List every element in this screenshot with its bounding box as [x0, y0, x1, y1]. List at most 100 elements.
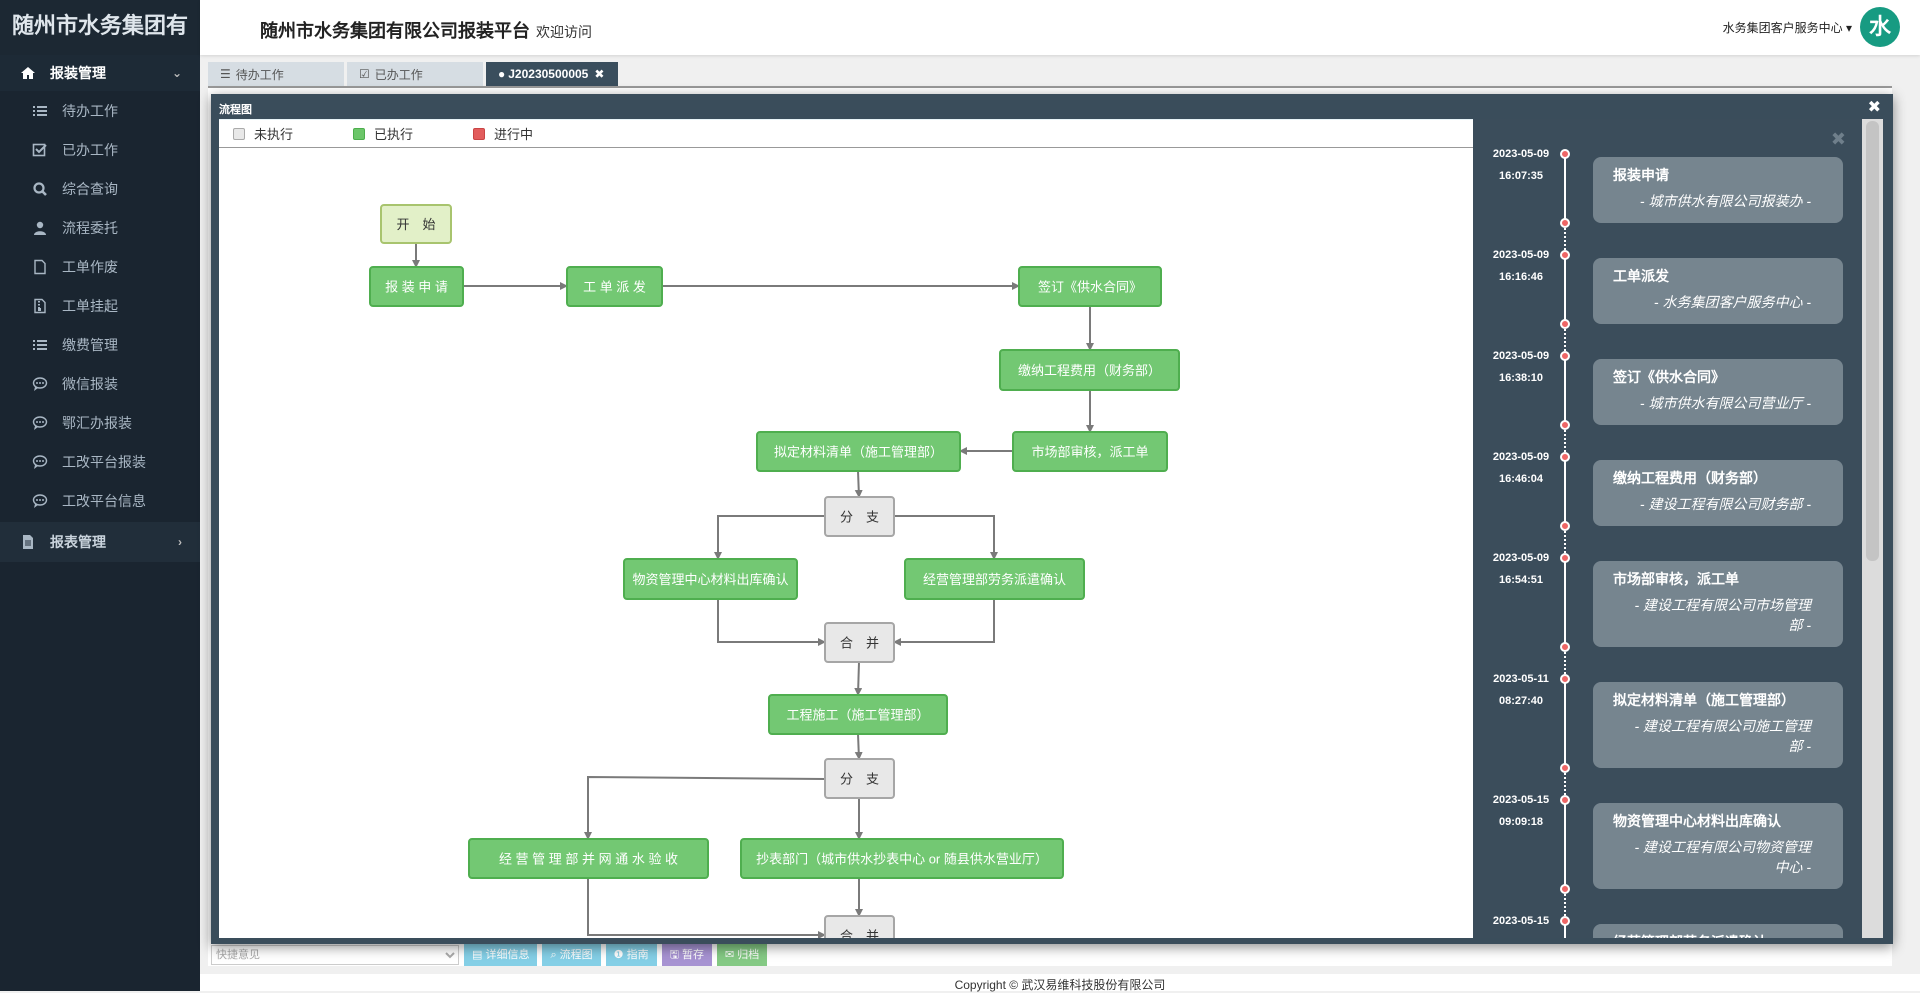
flow-task-node[interactable]: 签订《供水合同》	[1018, 266, 1162, 307]
timeline-date: 2023-05-09	[1492, 249, 1550, 261]
flow-gateway-node[interactable]: 合 并	[824, 915, 895, 938]
flow-gateway-node[interactable]: 分 支	[824, 758, 895, 799]
timeline-card[interactable]: 物资管理中心材料出库确认- 建设工程有限公司物资管理中心 -	[1593, 803, 1843, 889]
legend-item: 未执行	[233, 124, 293, 143]
flow-start-node[interactable]: 开 始	[380, 204, 452, 244]
chevron-right-icon: ›	[178, 535, 182, 549]
flow-node-label: 抄表部门（城市供水抄表中心 or 随县供水营业厅）	[756, 852, 1048, 867]
timeline-dot	[1560, 884, 1570, 894]
timeline-connector	[1564, 430, 1566, 452]
modal-close-icon[interactable]: ✖	[1867, 99, 1881, 116]
sidebar-item[interactable]: 微信报装	[0, 364, 200, 403]
flow-node-label: 工 单 派 发	[583, 280, 646, 295]
flow-task-node[interactable]: 抄表部门（城市供水抄表中心 or 随县供水营业厅）	[740, 838, 1064, 879]
flow-task-node[interactable]: 缴纳工程费用（财务部）	[999, 349, 1180, 391]
tab-pending-work[interactable]: ☰ 待办工作	[208, 62, 344, 86]
flow-node-label: 物资管理中心材料出库确认	[632, 572, 788, 587]
timeline-card[interactable]: 拟定材料清单（施工管理部）- 建设工程有限公司施工管理部 -	[1593, 682, 1843, 768]
flow-node-label: 开 始	[396, 217, 435, 232]
flow-task-node[interactable]: 经 营 管 理 部 并 网 通 水 验 收	[468, 838, 709, 879]
toolbar-button[interactable]: ✉ 归档	[717, 944, 768, 966]
timeline-entry: 2023-05-09 16:16:46 工单派发- 水务集团客户服务中心 -	[1473, 249, 1862, 351]
timeline-time: 16:16:46	[1498, 271, 1544, 283]
sidebar-item-label: 微信报装	[62, 375, 118, 392]
sidebar-group-reports[interactable]: 报表管理 ›	[0, 522, 200, 562]
timeline-close-icon[interactable]: ✖	[1830, 129, 1846, 149]
flow-node-box	[824, 496, 895, 537]
toolbar-button[interactable]: ❶ 指南	[605, 944, 657, 966]
quick-opinion-select[interactable]: 快捷意见	[211, 945, 459, 965]
file-icon	[32, 259, 48, 275]
flow-edge	[587, 878, 826, 938]
sidebar-group-label: 报装管理	[50, 65, 106, 81]
flow-task-node[interactable]: 物资管理中心材料出库确认	[623, 558, 798, 600]
flowchart-modal: 流程图 ✖ 开 始报 装 申 请工 单 派 发签订《供水合同》缴纳工程费用（财务…	[211, 94, 1893, 944]
avatar[interactable]: 水	[1860, 7, 1900, 47]
flow-task-node[interactable]: 经营管理部劳务派遣确认	[904, 558, 1085, 600]
sidebar-item[interactable]: 已办工作	[0, 130, 200, 169]
flow-gateway-node[interactable]: 合 并	[824, 622, 895, 663]
sidebar-group-install-management[interactable]: 报装管理 ⌄	[0, 55, 200, 91]
file-text-icon	[20, 534, 36, 550]
flow-node-label: 分 支	[840, 510, 879, 525]
timeline-dot	[1560, 674, 1570, 684]
timeline-card[interactable]: 市场部审核，派工单- 建设工程有限公司市场管理部 -	[1593, 561, 1843, 647]
flow-task-node[interactable]: 报 装 申 请	[369, 266, 464, 307]
sidebar-item[interactable]: 工改平台信息	[0, 481, 200, 520]
sidebar-item[interactable]: 工单作废	[0, 247, 200, 286]
timeline-card[interactable]: 经营管理部劳务派遣确认	[1593, 924, 1843, 938]
flow-node-label: 经营管理部劳务派遣确认	[923, 572, 1066, 587]
sidebar-item[interactable]: 流程委托	[0, 208, 200, 247]
toolbar-button[interactable]: ⌕ 流程图	[542, 944, 601, 966]
toolbar-button[interactable]: 🖫 暂存	[661, 944, 713, 966]
timeline-connector	[1564, 894, 1566, 916]
toolbar-button[interactable]: ▤ 详细信息	[464, 944, 538, 966]
timeline-connector	[1564, 652, 1566, 674]
flow-task-node[interactable]: 工 单 派 发	[566, 266, 663, 307]
flow-edge	[894, 515, 998, 560]
timeline-card[interactable]: 签订《供水合同》- 城市供水有限公司营业厅 -	[1593, 359, 1843, 425]
timeline-time: 08:27:40	[1498, 695, 1544, 707]
timeline-dept: - 建设工程有限公司财务部 -	[1639, 496, 1811, 512]
timeline-dot	[1560, 149, 1570, 159]
sidebar-item-label: 工改平台报装	[62, 453, 146, 470]
timeline-dot	[1560, 916, 1570, 926]
scrollbar-thumb[interactable]	[1866, 121, 1879, 561]
timeline-card[interactable]: 报装申请- 城市供水有限公司报装办 -	[1593, 157, 1843, 223]
flow-edge	[893, 599, 995, 646]
sidebar-item[interactable]: 工改平台报装	[0, 442, 200, 481]
sidebar-item[interactable]: 工单挂起	[0, 286, 200, 325]
sidebar-item[interactable]: 鄂汇办报装	[0, 403, 200, 442]
timeline-scrollbar[interactable]	[1862, 119, 1883, 938]
timeline-timestamp: 2023-05-09 16:16:46	[1483, 244, 1559, 288]
tab-label: 待办工作	[235, 67, 284, 82]
timeline-line	[1564, 679, 1566, 768]
tab-label: 已办工作	[374, 67, 423, 82]
flow-task-node[interactable]: 工程施工（施工管理部）	[768, 694, 948, 735]
flow-edge	[717, 599, 826, 646]
list-icon	[32, 103, 48, 119]
tab-order[interactable]: ●J20230500005✖	[486, 62, 618, 86]
timeline-connector	[1564, 329, 1566, 351]
sidebar-item[interactable]: 综合查询	[0, 169, 200, 208]
timeline-time: 16:07:35	[1498, 170, 1544, 182]
flow-gateway-node[interactable]: 分 支	[824, 496, 895, 537]
flow-node-label: 缴纳工程费用（财务部）	[1018, 363, 1161, 378]
timeline-card[interactable]: 缴纳工程费用（财务部）- 建设工程有限公司财务部 -	[1593, 460, 1843, 526]
tab-done-work[interactable]: ☑已办工作	[347, 62, 483, 86]
flow-node-box	[756, 431, 961, 472]
timeline-dot	[1560, 250, 1570, 260]
sidebar-item[interactable]: 缴费管理	[0, 325, 200, 364]
timeline-card[interactable]: 工单派发- 水务集团客户服务中心 -	[1593, 258, 1843, 324]
tab-close-icon[interactable]: ✖	[594, 67, 605, 81]
sidebar-item[interactable]: 待办工作	[0, 91, 200, 130]
flow-task-node[interactable]: 拟定材料清单（施工管理部）	[756, 431, 961, 472]
user-menu[interactable]: 水务集团客户服务中心 ▾	[1722, 21, 1852, 35]
flow-task-node[interactable]: 市场部审核，派工单	[1012, 431, 1168, 472]
list-icon: ☰	[220, 67, 231, 81]
